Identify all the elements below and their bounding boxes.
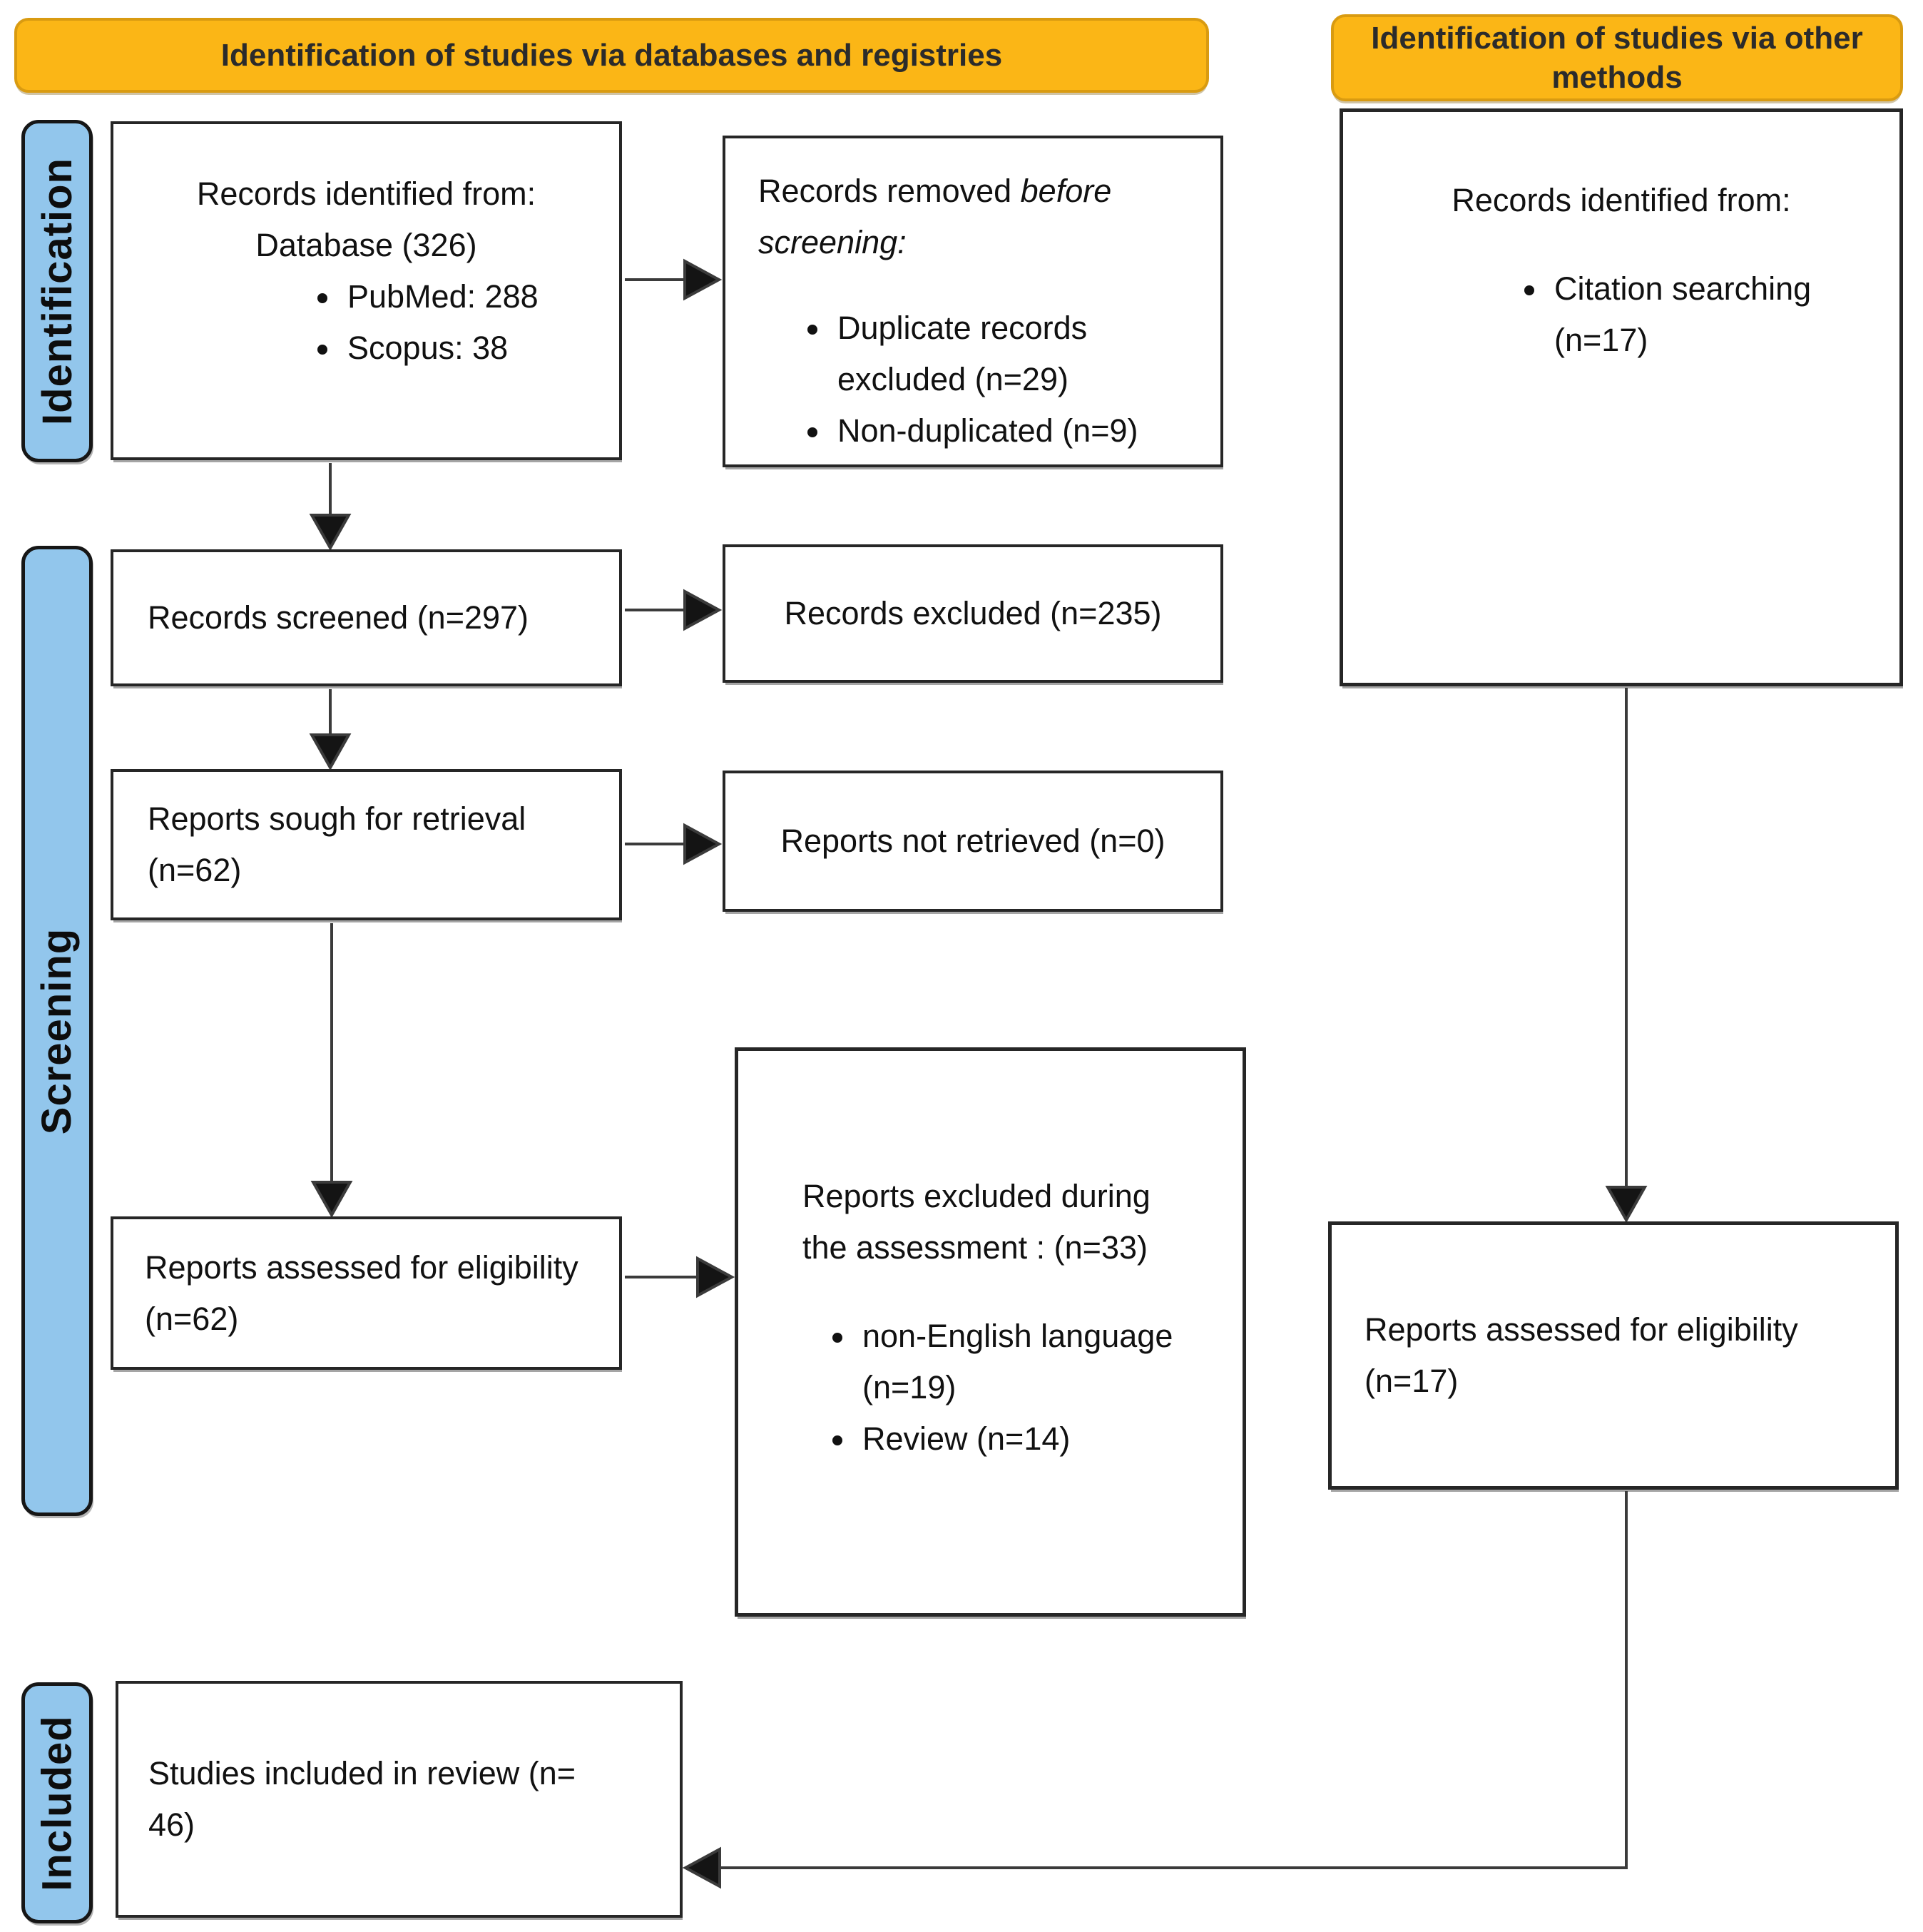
banner-databases-label: Identification of studies via databases … — [220, 38, 1003, 73]
list-item: PubMed: 288 — [342, 271, 619, 322]
stage-bar-identification: Identification — [21, 120, 93, 462]
box-reports-assessed: Reports assessed for eligibility (n=62) — [111, 1216, 622, 1370]
box-records-screened: Records screened (n=297) — [111, 549, 622, 686]
arrow-other-records-to-assessed — [1605, 688, 1648, 1224]
arrow-screened-to-sought — [309, 689, 352, 771]
reports-excluded-title: Reports excluded during the assessment :… — [802, 1178, 1151, 1266]
stage-label-screening: Screening — [34, 927, 81, 1134]
reports-excluded-list: non-English language (n=19) Review (n=14… — [822, 1311, 1214, 1465]
stage-label-included: Included — [34, 1714, 81, 1891]
reports-sought-text: Reports sough for retrieval (n=62) — [148, 800, 526, 888]
banner-other-methods-label: Identification of studies via other meth… — [1371, 21, 1863, 95]
stage-bar-included: Included — [21, 1682, 93, 1923]
records-removed-list: Duplicate records excluded (n=29) Non-du… — [797, 302, 1192, 457]
reports-assessed-text: Reports assessed for eligibility (n=62) — [145, 1249, 578, 1337]
studies-included-text: Studies included in review (n= 46) — [148, 1755, 576, 1843]
arrow-sought-to-assessed — [310, 923, 353, 1219]
list-item-text: non-English language (n=19) — [862, 1318, 1173, 1405]
records-screened-text: Records screened (n=297) — [148, 599, 529, 636]
records-removed-title-italic: before screening: — [758, 173, 1112, 260]
records-removed-title-prefix: Records removed — [758, 173, 1021, 209]
other-reports-assessed-text: Reports assessed for eligibility (n=17) — [1365, 1311, 1798, 1399]
box-records-removed: Records removed before screening: Duplic… — [723, 136, 1223, 467]
box-records-identified: Records identified from: Database (326) … — [111, 121, 622, 460]
box-studies-included: Studies included in review (n= 46) — [116, 1681, 683, 1918]
list-item: Duplicate records excluded (n=29) — [832, 302, 1192, 405]
arrow-assessed-to-excluded — [625, 1256, 735, 1298]
list-item: Non-duplicated (n=9) — [832, 405, 1192, 457]
list-item: Scopus: 38 — [342, 322, 619, 374]
box-other-reports-assessed: Reports assessed for eligibility (n=17) — [1328, 1221, 1899, 1490]
arrow-sought-to-not-retrieved — [625, 823, 723, 865]
arrow-identified-to-removed — [625, 258, 723, 301]
banner-databases-registries: Identification of studies via databases … — [14, 18, 1209, 93]
list-item-text: Duplicate records excluded (n=29) — [837, 310, 1088, 397]
box-records-excluded: Records excluded (n=235) — [723, 544, 1223, 683]
other-records-title: Records identified from: — [1452, 182, 1791, 218]
other-records-list: Citation searching (n=17) — [1514, 263, 1899, 366]
list-item-text: Review (n=14) — [862, 1420, 1071, 1457]
stage-bar-screening: Screening — [21, 546, 93, 1516]
list-item-text: Non-duplicated (n=9) — [837, 412, 1138, 449]
arrow-screened-to-excluded — [625, 589, 723, 631]
stage-label-identification: Identification — [34, 157, 81, 425]
list-item: Review (n=14) — [857, 1413, 1214, 1465]
arrow-identified-to-screened — [309, 463, 352, 551]
reports-not-retrieved-text: Reports not retrieved (n=0) — [780, 823, 1165, 859]
banner-other-methods: Identification of studies via other meth… — [1331, 14, 1903, 101]
records-excluded-text: Records excluded (n=235) — [784, 595, 1162, 631]
list-item: Citation searching (n=17) — [1549, 263, 1899, 366]
list-item: non-English language (n=19) — [857, 1311, 1214, 1413]
records-identified-list: PubMed: 288 Scopus: 38 — [310, 271, 619, 374]
box-reports-excluded-assessment: Reports excluded during the assessment :… — [735, 1047, 1246, 1617]
box-reports-sought: Reports sough for retrieval (n=62) — [111, 769, 622, 920]
box-other-records-identified: Records identified from: Citation search… — [1340, 108, 1903, 686]
records-removed-title: Records removed before screening: — [758, 166, 1192, 268]
records-identified-subtitle: Database (326) — [255, 227, 477, 263]
box-reports-not-retrieved: Reports not retrieved (n=0) — [723, 771, 1223, 912]
records-identified-title: Records identified from: — [196, 176, 536, 212]
